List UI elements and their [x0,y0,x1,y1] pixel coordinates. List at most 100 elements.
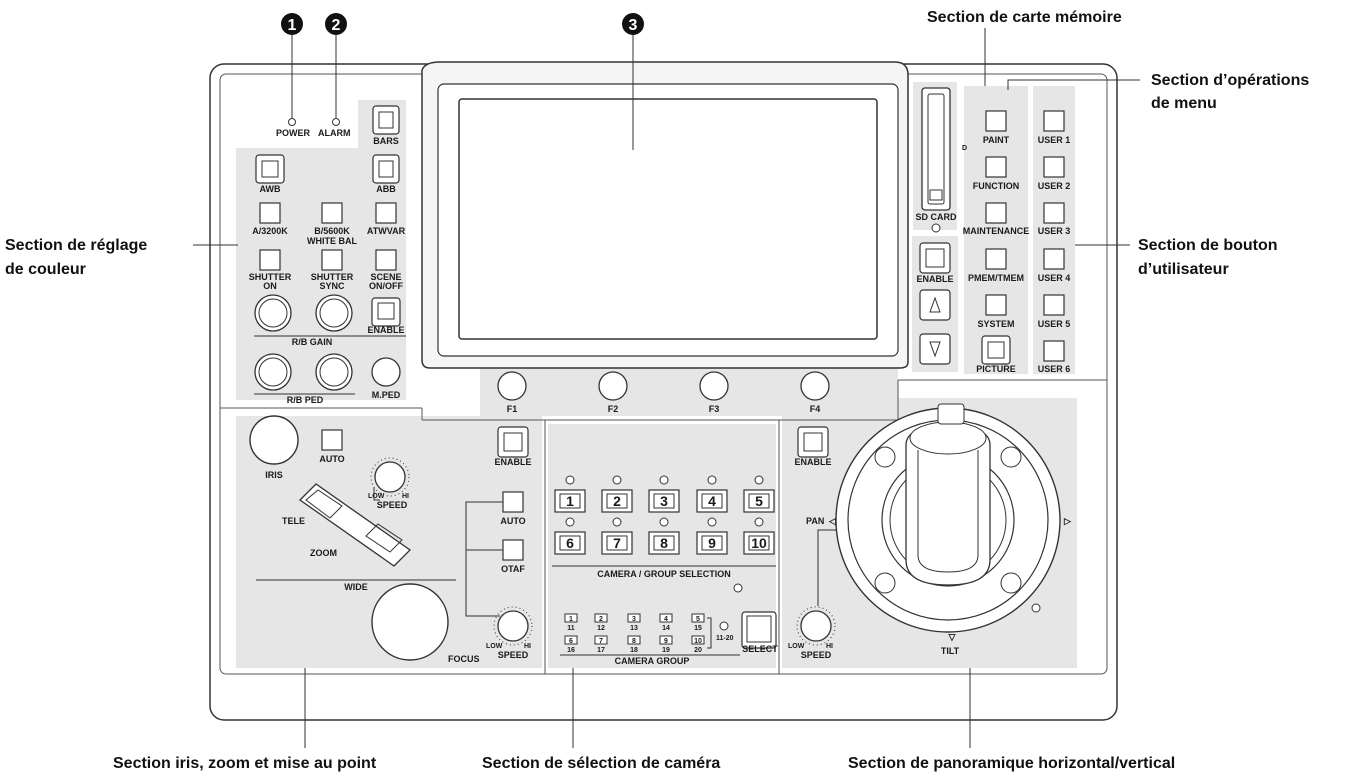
cam-group-selection-label: CAMERA / GROUP SELECTION [597,569,731,579]
pmem-button[interactable] [985,248,1007,270]
maintenance-button[interactable] [985,202,1007,224]
shutter-sync-label-1: SHUTTER [311,272,354,282]
camera-3-button[interactable]: 3 [648,475,680,513]
camera-10-button[interactable]: 10 [743,517,775,555]
zoom-rocker[interactable] [298,483,412,567]
b5600k-button[interactable] [321,202,343,224]
joystick[interactable] [835,403,1061,633]
shutter-sync-label-2: SYNC [319,281,345,291]
lens-enable-label: ENABLE [494,457,531,467]
f2-label: F2 [608,404,619,414]
menu-enable-button[interactable] [919,242,951,274]
alarm-led [332,118,340,126]
pantilt-speed-knob[interactable] [796,606,836,646]
sd-led [931,223,941,233]
iris-knob[interactable] [249,415,299,465]
focus-auto-button[interactable] [502,491,524,513]
camera-4-label: 4 [708,493,716,509]
camera-5-button[interactable]: 5 [743,475,775,513]
user-5-button[interactable] [1043,294,1065,316]
lens-enable-button[interactable] [497,426,529,458]
power-label: POWER [276,128,311,138]
iris-auto-button[interactable] [321,429,343,451]
camera-7-button[interactable]: 7 [601,517,633,555]
badge-3-text: 3 [629,17,638,34]
badge-1-circle [281,13,303,35]
abb-label: ABB [376,184,396,194]
camera-1-button[interactable]: 1 [554,475,586,513]
camera-9-button[interactable]: 9 [696,517,728,555]
user-4-button[interactable] [1043,248,1065,270]
group-range-led [719,621,729,631]
zoom-label: ZOOM [310,548,337,558]
camera-group-label: CAMERA GROUP [615,656,690,666]
f1-knob[interactable] [497,371,527,401]
user-4-label: USER 4 [1038,273,1071,283]
focus-speed-knob[interactable] [493,606,533,646]
mped-knob[interactable] [371,357,401,387]
rb-gain-r-knob[interactable] [254,294,292,332]
paint-button[interactable] [985,110,1007,132]
scene-button[interactable] [375,249,397,271]
picture-button[interactable] [981,335,1011,365]
badge-2-text: 2 [332,17,341,34]
rb-ped-b-knob[interactable] [315,353,353,391]
user-6-button[interactable] [1043,340,1065,362]
f4-knob[interactable] [800,371,830,401]
shutter-on-label-2: ON [263,281,277,291]
function-button[interactable] [985,156,1007,178]
rb-ped-r-knob[interactable] [254,353,292,391]
group-3-label: 3 [632,616,636,623]
user-6-label: USER 6 [1038,364,1071,374]
user-1-button[interactable] [1043,110,1065,132]
f4-label: F4 [810,404,821,414]
camera-2-button[interactable]: 2 [601,475,633,513]
menu-up-button[interactable] [919,289,951,321]
otaf-button[interactable] [502,539,524,561]
menu-down-button[interactable] [919,333,951,365]
color-enable-label: ENABLE [367,325,404,335]
shutter-sync-button[interactable] [321,249,343,271]
f3-knob[interactable] [699,371,729,401]
atwvar-button[interactable] [375,202,397,224]
zoom-tele-label: TELE [282,516,305,526]
color-enable-button[interactable] [371,297,401,327]
f2-knob[interactable] [598,371,628,401]
zoom-speed-knob[interactable] [370,457,410,497]
callout-color-2: de couleur [5,261,86,278]
camera-buttons: 1 2 3 4 5 6 7 8 9 10 [554,475,775,555]
rb-ped-label: R/B PED [287,395,324,405]
camera-6-button[interactable]: 6 [554,517,586,555]
camera-10-label: 10 [751,535,767,551]
rb-gain-b-knob[interactable] [315,294,353,332]
awb-button[interactable] [255,154,285,184]
awb-label: AWB [260,184,281,194]
group-10-label: 10 [694,638,702,645]
focus-knob[interactable] [371,583,449,661]
select-label: SELECT [742,644,778,654]
shutter-on-button[interactable] [259,249,281,271]
abb-button[interactable] [372,154,400,184]
system-button[interactable] [985,294,1007,316]
user-2-button[interactable] [1043,156,1065,178]
pan-label: PAN [806,516,824,526]
callout-memory-card: Section de carte mémoire [927,9,1122,26]
camera-3-label: 3 [660,493,668,509]
pan-right-arrow: ▷ [1063,516,1072,526]
pantilt-enable-label: ENABLE [794,457,831,467]
group-7-label: 7 [599,638,603,645]
mped-label: M.PED [372,390,401,400]
zoom-speed-label: SPEED [377,500,408,510]
focus-speed-low: LOW [486,643,503,650]
menu-enable-label: ENABLE [916,274,953,284]
pantilt-enable-button[interactable] [797,426,829,458]
camera-4-button[interactable]: 4 [696,475,728,513]
bars-button[interactable] [372,105,400,135]
a3200k-button[interactable] [259,202,281,224]
select-button[interactable] [741,611,777,649]
callout-camera-sel: Section de sélection de caméra [482,755,720,772]
user-3-button[interactable] [1043,202,1065,224]
group-11-label: 11 [567,625,575,632]
camera-8-button[interactable]: 8 [648,517,680,555]
